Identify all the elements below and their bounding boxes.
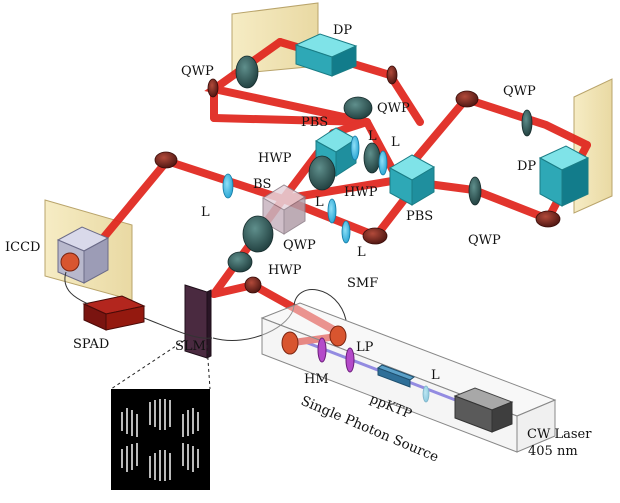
label-qwp-top-left: QWP	[181, 64, 214, 79]
hwp-mid-plate	[363, 142, 381, 174]
hologram-callout-lines	[110, 339, 211, 390]
label-pbs-left: PBS	[301, 115, 328, 130]
label-l-bs: L	[315, 195, 324, 210]
lens-lower	[341, 220, 351, 244]
qwp-right-top-plate	[521, 109, 533, 137]
label-dp-top: DP	[333, 23, 352, 38]
hm-filter	[317, 337, 327, 363]
mirror-left	[154, 151, 178, 169]
lp-filter	[345, 347, 355, 373]
label-l-top-2: L	[391, 135, 400, 150]
qwp-right-bottom-plate	[468, 176, 482, 206]
label-l-source: L	[431, 368, 440, 383]
lens-left	[222, 173, 234, 199]
label-lp: LP	[356, 340, 374, 355]
pbs-cube-right	[388, 154, 436, 206]
qwp-center-plate	[242, 215, 274, 253]
source-mirror-left	[281, 331, 299, 355]
label-laser-line2: 405 nm	[528, 444, 578, 459]
dp-top-prism	[294, 33, 358, 77]
label-laser-line1: CW Laser	[527, 427, 592, 442]
label-qwp-right-top: QWP	[503, 84, 536, 99]
label-l-left: L	[201, 205, 210, 220]
spad-detector	[82, 295, 146, 331]
mirror-bottom-center	[362, 227, 388, 245]
label-smf: SMF	[347, 276, 378, 291]
label-bs: BS	[253, 177, 271, 192]
label-spad: SPAD	[73, 337, 109, 352]
mirror-right-bottom	[535, 210, 561, 228]
dp-right-prism	[538, 145, 590, 207]
label-hwp-lower: HWP	[268, 263, 302, 278]
label-hm: HM	[304, 372, 329, 387]
label-l-lower: L	[357, 245, 366, 260]
slm-hologram	[111, 389, 210, 490]
mirror-slm-side	[244, 276, 262, 294]
mirrors	[154, 65, 561, 294]
hwp-lower-plate	[227, 251, 253, 273]
waveplates	[227, 55, 533, 273]
qwp-top-mid	[343, 96, 373, 120]
label-qwp-center: QWP	[283, 238, 316, 253]
mirror-top-right	[386, 65, 398, 85]
slm-device	[184, 284, 212, 359]
lens-top-1	[350, 135, 360, 161]
qwp-top-left	[235, 55, 259, 89]
mirror-top-left	[207, 78, 219, 98]
label-slm: SLM	[175, 339, 206, 354]
label-hwp-mid: HWP	[344, 185, 378, 200]
cw-laser	[453, 387, 514, 433]
label-qwp-top-mid: QWP	[377, 101, 410, 116]
iccd-fiber	[64, 271, 89, 305]
label-dp-right: DP	[517, 159, 536, 174]
label-l-top-1: L	[368, 129, 377, 144]
ppktp-crystal	[376, 364, 416, 388]
mirror-right-top	[455, 90, 479, 108]
label-iccd: ICCD	[5, 240, 40, 255]
spad-fiber	[143, 317, 213, 339]
label-hwp-left: HWP	[258, 151, 292, 166]
hwp-left-plate	[308, 155, 336, 191]
label-pbs-right: PBS	[406, 209, 433, 224]
lens-top-2	[378, 150, 388, 176]
iccd-camera	[56, 226, 110, 284]
label-qwp-right-bottom: QWP	[468, 233, 501, 248]
source-mirror-right	[329, 325, 347, 347]
lens-bs	[327, 198, 337, 224]
